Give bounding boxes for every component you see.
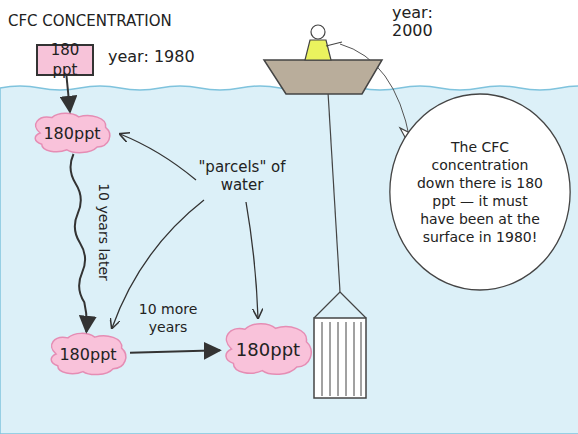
- water-parcel: 180ppt: [220, 322, 316, 376]
- leader-line: [246, 202, 258, 318]
- text-label: CFC CONCENTRATION: [8, 12, 208, 30]
- person-head: [311, 25, 325, 39]
- sampler-rosette: [314, 318, 366, 398]
- text-label: year: 2000: [392, 4, 450, 40]
- text-label: year: 1980: [108, 48, 228, 66]
- sea-water: [0, 86, 578, 434]
- water-parcel: 180ppt: [46, 332, 130, 376]
- concentration-box: 180 ppt: [36, 44, 94, 76]
- node-text: The CFC concentration down there is 180 …: [416, 138, 544, 246]
- node-text: 180ppt: [32, 123, 112, 144]
- boat-hull: [264, 60, 382, 94]
- leader-line: [120, 134, 196, 180]
- sampler-rope: [328, 92, 340, 292]
- node-text: 180 ppt: [38, 40, 92, 80]
- sampler-cables: [314, 292, 366, 318]
- sampler-bottles: [322, 322, 361, 396]
- flow-arrow: [71, 154, 87, 332]
- text-label: "parcels" of water: [186, 158, 298, 194]
- ellipse-outline: [388, 92, 572, 292]
- speech-bubble: The CFC concentration down there is 180 …: [388, 92, 572, 292]
- flow-arrow: [67, 76, 71, 112]
- node-text: 180ppt: [48, 344, 128, 365]
- flow-arrow: [130, 350, 220, 353]
- edge-label: 10 more years: [128, 300, 208, 336]
- edge-label: 10 years later: [95, 183, 113, 281]
- bubble-shape: [390, 94, 570, 290]
- node-text: 180ppt: [222, 338, 314, 361]
- water-parcel: 180ppt: [30, 112, 114, 154]
- person-body: [305, 40, 331, 60]
- fishing-rod: [326, 42, 342, 46]
